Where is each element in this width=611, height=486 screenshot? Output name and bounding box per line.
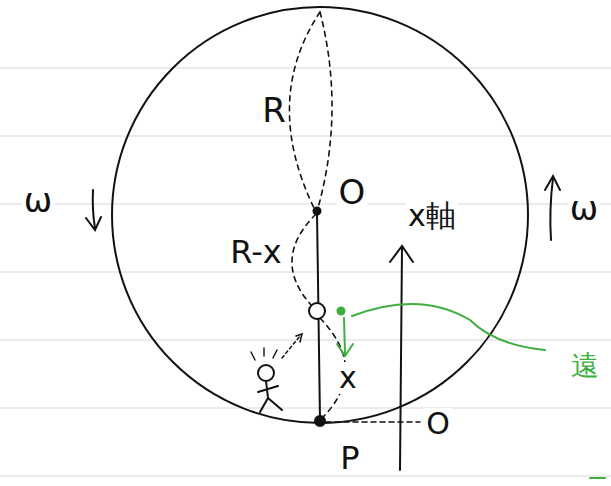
axis-label: x軸	[406, 200, 458, 232]
angular-velocity-label: ω	[568, 190, 600, 226]
origin-label: O	[424, 408, 452, 440]
center-label: O	[337, 174, 368, 210]
note-label: 遠	[569, 351, 601, 381]
distance-label: R-x	[228, 235, 283, 269]
distance-label: x	[337, 362, 359, 394]
point-label: P	[338, 441, 361, 475]
angular-velocity-label: ω	[22, 182, 54, 218]
radius-label: R	[260, 92, 288, 128]
